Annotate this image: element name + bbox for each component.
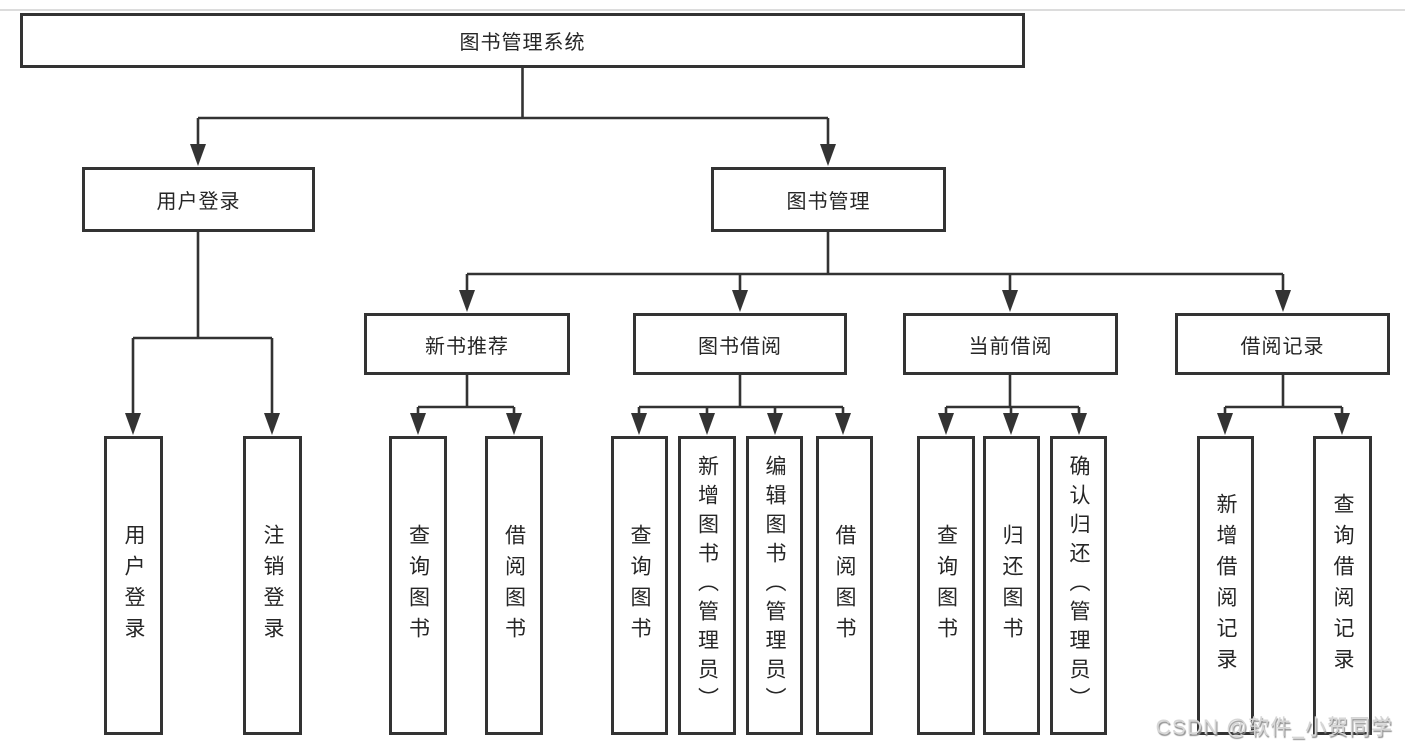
node-query-borrow-record: 查询借阅记录	[1313, 436, 1372, 735]
node-book-borrow: 图书借阅	[633, 313, 847, 375]
node-borrow-book-recommend: 借阅图书	[485, 436, 543, 735]
node-current-borrow: 当前借阅	[903, 313, 1118, 375]
node-root: 图书管理系统	[20, 13, 1025, 68]
node-return-book: 归还图书	[983, 436, 1040, 735]
node-book-management: 图书管理	[711, 167, 946, 232]
node-borrow-records: 借阅记录	[1175, 313, 1390, 375]
node-logout-action: 注销登录	[243, 436, 302, 735]
node-user-login: 用户登录	[82, 167, 315, 232]
node-edit-book-admin: 编辑图书（管理员）	[746, 436, 803, 735]
page-divider-line	[0, 9, 1405, 11]
node-add-borrow-record: 新增借阅记录	[1197, 436, 1254, 735]
node-add-book-admin: 新增图书（管理员）	[678, 436, 736, 735]
node-query-book-current: 查询图书	[917, 436, 975, 735]
csdn-watermark: CSDN @软件_小贺同学	[1155, 716, 1393, 739]
node-new-book-recommend: 新书推荐	[364, 313, 570, 375]
node-query-book-recommend: 查询图书	[389, 436, 447, 735]
node-query-book-borrow: 查询图书	[611, 436, 668, 735]
node-borrow-book-action: 借阅图书	[816, 436, 873, 735]
node-user-login-action: 用户登录	[104, 436, 163, 735]
node-confirm-return-admin: 确认归还（管理员）	[1050, 436, 1107, 735]
